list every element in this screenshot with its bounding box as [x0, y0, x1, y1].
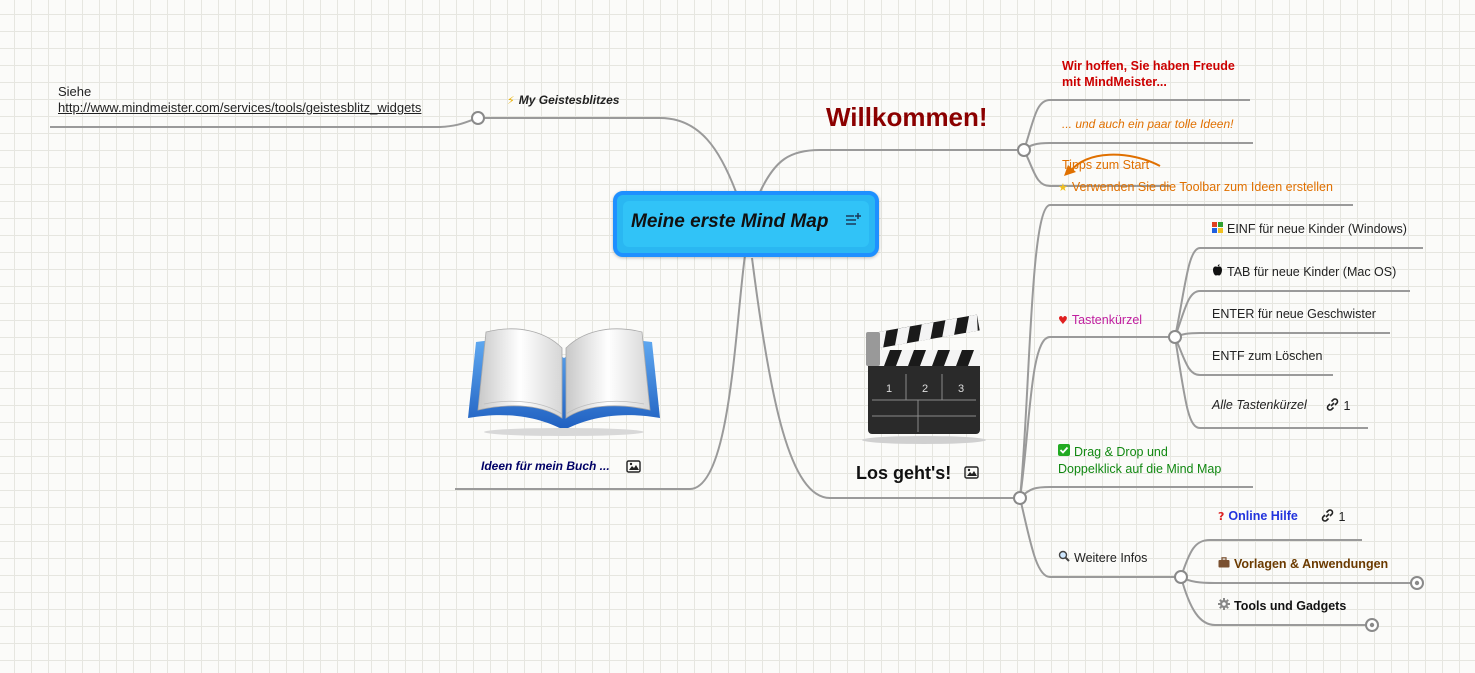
connector-los [751, 257, 1020, 499]
connector-info3 [1180, 576, 1372, 626]
connector-infos [1019, 497, 1181, 578]
connector-ideas [1023, 142, 1253, 151]
hope-node[interactable]: Wir hoffen, Sie haben Freude mit MindMei… [1062, 58, 1235, 90]
knob-shortcuts [1168, 330, 1182, 344]
connector-info1 [1180, 539, 1362, 578]
knob-los [1013, 491, 1027, 505]
image-icon[interactable] [626, 460, 641, 478]
tools-label: Tools und Gadgets [1234, 599, 1347, 613]
clapper-number-2: 2 [922, 383, 928, 395]
connector-sc2 [1174, 290, 1410, 338]
toolbar-node[interactable]: ★Verwenden Sie die Toolbar zum Ideen ers… [1058, 179, 1333, 196]
dragdrop-line-2: Doppelklick auf die Mind Map [1058, 462, 1222, 476]
book-node[interactable]: Ideen für mein Buch ... [481, 458, 610, 474]
geistesblitz-widgets-link[interactable]: http://www.mindmeister.com/services/tool… [58, 100, 422, 115]
tips-arrow [1069, 153, 1161, 173]
tips-arrowhead [1064, 165, 1076, 176]
question-icon: ? [1218, 510, 1225, 523]
shortcuts-node[interactable]: ♥Tastenkürzel [1058, 312, 1142, 329]
dragdrop-line-1: Drag & Drop und [1074, 445, 1168, 459]
infos-label: Weitere Infos [1074, 551, 1148, 565]
info-item-vorlagen[interactable]: Vorlagen & Anwendungen [1218, 556, 1388, 573]
heart-icon: ♥ [1058, 314, 1068, 327]
connector-sc5 [1174, 336, 1368, 429]
book-label: Ideen für mein Buch ... [481, 459, 610, 473]
hope-line-2: mit MindMeister... [1062, 75, 1167, 89]
connector-shortcuts [1019, 336, 1175, 499]
knob-willkommen [1017, 143, 1031, 157]
checkmark-icon [1058, 444, 1070, 459]
knob-geistesblitzes [471, 111, 485, 125]
willkommen-node[interactable]: Willkommen! [826, 102, 988, 132]
geistesblitzes-node[interactable]: ⚡My Geistesblitzes [507, 92, 619, 109]
shortcut-mac-label: TAB für neue Kinder (Mac OS) [1227, 265, 1397, 279]
connector-geistesblitzes [480, 117, 737, 193]
info-item-online-help[interactable]: ?Online Hilfe [1218, 508, 1298, 525]
connector-book [455, 254, 746, 490]
briefcase-icon [1218, 557, 1230, 571]
online-help-link[interactable]: 1 [1320, 508, 1345, 527]
shortcut-all-label: Alle Tastenkürzel [1212, 398, 1307, 412]
connector-toolbar [1019, 204, 1353, 499]
star-icon: ★ [1058, 181, 1068, 194]
los-node[interactable]: Los geht's! [856, 463, 952, 483]
shortcut-item-entf[interactable]: ENTF zum Löschen [1212, 349, 1323, 363]
connector-info2 [1180, 576, 1417, 584]
root-node[interactable]: Meine erste Mind Map [613, 191, 879, 257]
dragdrop-node[interactable]: Drag & Drop und Doppelklick auf die Mind… [1058, 444, 1221, 477]
connector-sc1 [1174, 247, 1423, 338]
shortcut-item-windows[interactable]: EINF für neue Kinder (Windows) [1212, 221, 1407, 238]
connector-willkommen [759, 149, 1024, 193]
lightning-icon: ⚡ [507, 94, 515, 107]
root-label: Meine erste Mind Map [631, 211, 829, 232]
gear-icon [1218, 598, 1230, 613]
clapper-number-3: 3 [958, 383, 964, 395]
geistesblitzes-label: My Geistesblitzes [518, 93, 620, 107]
toolbar-label: Verwenden Sie die Toolbar zum Ideen erst… [1071, 180, 1333, 194]
knob-infos [1174, 570, 1188, 584]
image-icon-los[interactable] [964, 466, 979, 484]
apple-icon [1212, 264, 1223, 279]
online-help-label: Online Hilfe [1228, 509, 1298, 523]
underline-geistesblitzes [50, 117, 479, 128]
shortcut-windows-label: EINF für neue Kinder (Windows) [1227, 222, 1407, 236]
open-book-image [468, 328, 660, 436]
connector-sc3 [1174, 332, 1390, 338]
tips-node[interactable]: Tipps zum Start [1062, 158, 1150, 172]
shortcut-item-mac[interactable]: TAB für neue Kinder (Mac OS) [1212, 264, 1396, 281]
shortcut-all-link[interactable]: 1 [1325, 397, 1350, 416]
clapperboard-image: 1 2 3 [862, 314, 986, 444]
clapper-number-1: 1 [886, 383, 892, 395]
ideas-node[interactable]: ... und auch ein paar tolle Ideen! [1062, 117, 1234, 131]
magnifier-icon [1058, 550, 1070, 565]
note-list-icon[interactable] [845, 212, 861, 228]
info-item-tools[interactable]: Tools und Gadgets [1218, 598, 1346, 615]
link-icon-online-help [1320, 508, 1335, 527]
shortcut-item-all[interactable]: Alle Tastenkürzel [1212, 397, 1307, 413]
connector-dragdrop [1019, 486, 1253, 499]
connector-sc4 [1174, 336, 1333, 376]
link-icon [1325, 397, 1340, 416]
siehe-node[interactable]: Siehe http://www.mindmeister.com/service… [58, 84, 421, 116]
online-help-link-count: 1 [1338, 509, 1346, 524]
vorlagen-label: Vorlagen & Anwendungen [1234, 557, 1389, 571]
hope-line-1: Wir hoffen, Sie haben Freude [1062, 59, 1235, 73]
connector-hope [1023, 99, 1250, 151]
infos-node[interactable]: Weitere Infos [1058, 550, 1147, 567]
shortcut-all-link-count: 1 [1343, 398, 1351, 413]
root-node-inner [623, 201, 869, 247]
shortcut-item-enter[interactable]: ENTER für neue Geschwister [1212, 307, 1376, 321]
siehe-label: Siehe [58, 84, 92, 99]
shortcuts-label: Tastenkürzel [1071, 313, 1143, 327]
windows-icon [1212, 222, 1223, 236]
